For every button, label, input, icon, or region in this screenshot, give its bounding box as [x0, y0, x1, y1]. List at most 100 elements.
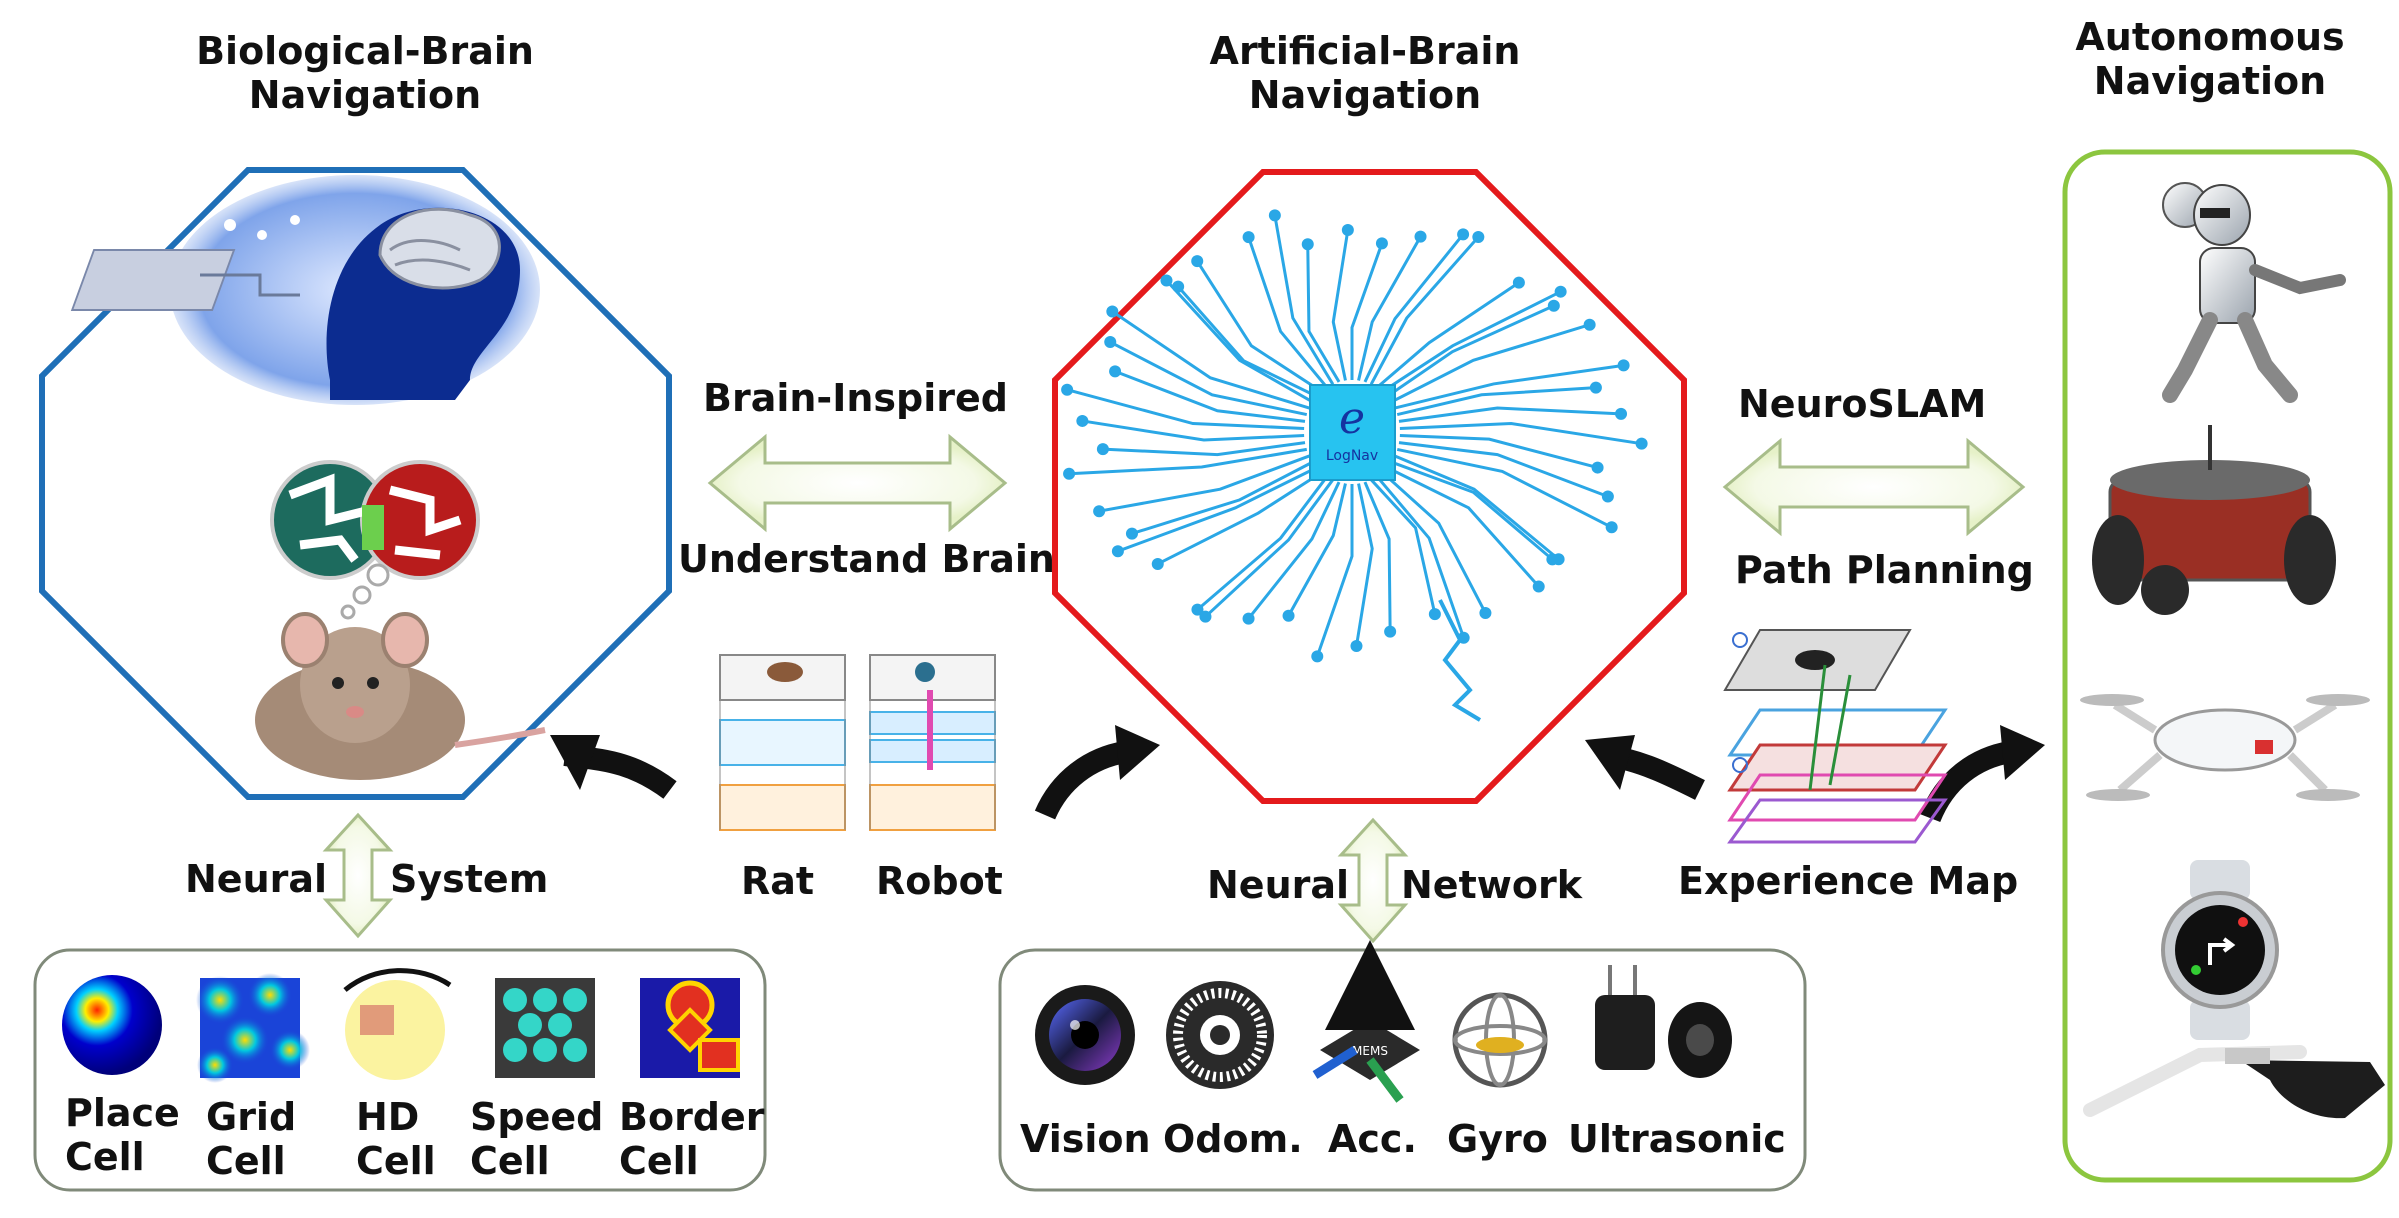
circuit-trace — [1204, 478, 1335, 618]
circuit-node — [1457, 228, 1470, 241]
circuit-trace — [1398, 406, 1622, 423]
circuit-node — [1111, 545, 1124, 558]
circuit-trace — [1247, 236, 1329, 389]
sensors-box: MEMS — [998, 940, 1807, 1192]
path-planning-label: Path Planning — [1735, 548, 2034, 592]
circuit-node — [1605, 521, 1618, 534]
neural-system-left: Neural — [185, 857, 328, 901]
acc-label: Acc. — [1328, 1117, 1417, 1161]
circuit-node — [1479, 606, 1492, 619]
robot-model-layers — [869, 654, 996, 831]
rat-illustration — [255, 612, 546, 780]
circuit-node — [1061, 383, 1074, 396]
circuit-trace — [1273, 215, 1335, 386]
artificial-brain-panel: e LogNav — [1052, 169, 1687, 804]
circuit-node — [1191, 255, 1204, 268]
circuit-node — [1512, 276, 1525, 289]
vision-label: Vision — [1020, 1117, 1151, 1161]
circuit-node — [1375, 237, 1388, 250]
circuit-node — [1282, 609, 1295, 622]
circuit-node — [1151, 557, 1164, 570]
chip-logo: e — [1339, 393, 1365, 444]
human-brain-illustration — [70, 175, 540, 405]
circuit-trace — [1386, 466, 1540, 588]
circuit-node — [1341, 224, 1354, 237]
neural-network-vertical-arrow — [1337, 817, 1409, 944]
circuit-node — [1589, 381, 1602, 394]
mobile-robot-icon — [2092, 425, 2336, 615]
curved-arrow-to-autonomous — [1919, 725, 2045, 823]
circuit-trace — [1354, 483, 1374, 647]
auto-title-line2: Navigation — [2093, 58, 2327, 103]
circuit-node — [1106, 305, 1119, 318]
circuit-node — [1547, 299, 1560, 312]
circuit-trace — [1375, 281, 1520, 389]
biological-brain-panel — [39, 167, 672, 800]
bio-title: Biological-Brain Navigation — [175, 29, 555, 117]
circuit-trace — [1131, 460, 1314, 536]
art-octagon-border — [1052, 169, 1687, 804]
humanoid-robot-icon — [2162, 182, 2346, 403]
rat-label: Rat — [741, 859, 815, 903]
circuit-trace — [1369, 235, 1480, 386]
hd-cell-image — [343, 968, 452, 1080]
curved-arrow-to-bio — [550, 735, 677, 799]
gyro-label: Gyro — [1447, 1117, 1548, 1161]
curved-arrow-from-map — [1585, 735, 1705, 800]
circuit-node — [1350, 639, 1363, 652]
circuit-node — [1199, 610, 1212, 623]
rat-model-layers — [719, 654, 846, 831]
circuit-node — [1583, 318, 1596, 331]
circuit-trace — [1399, 434, 1598, 470]
circuit-trace — [1394, 363, 1624, 410]
circuit-trace — [1114, 369, 1306, 423]
chip — [1309, 384, 1396, 481]
robot-label: Robot — [876, 859, 1003, 903]
experience-map-layers — [1723, 629, 1948, 844]
circuit-node — [1384, 625, 1397, 638]
circuit-trace — [1157, 471, 1323, 566]
circuit-trace — [1363, 481, 1392, 632]
speed-cell-image — [495, 978, 595, 1078]
circuit-trace — [1111, 310, 1310, 410]
circuit-trace — [1165, 279, 1314, 404]
circuit-node — [1591, 461, 1604, 474]
circuit-node — [1532, 580, 1545, 593]
circuit-node — [1311, 650, 1324, 663]
understand-brain-label: Understand Brain — [678, 537, 1055, 581]
circuit-node — [1635, 437, 1648, 450]
ultrasonic-label: Ultrasonic — [1568, 1117, 1786, 1161]
circuit-node — [1096, 443, 1109, 456]
circuit-node — [1601, 490, 1614, 503]
circuit-trace — [1381, 290, 1562, 393]
odometer-encoder-icon — [1166, 981, 1274, 1089]
experience-map-label: Experience Map — [1678, 859, 2019, 903]
neural-system-vertical-arrow — [322, 812, 394, 939]
circuit-node — [1125, 527, 1138, 540]
circuit-trace — [1390, 460, 1554, 561]
bio-title-line2: Navigation — [248, 72, 482, 117]
brain-inspired-double-arrow — [707, 433, 1008, 533]
circuit-node — [1160, 274, 1173, 287]
auto-title: Autonomous Navigation — [2060, 15, 2360, 103]
gyroscope-icon — [1452, 992, 1548, 1088]
circuit-trace — [1066, 388, 1305, 430]
circuit-node — [1472, 230, 1485, 243]
circuit-node — [1268, 209, 1281, 222]
circuit-trace — [1375, 475, 1466, 639]
circuit-node — [1546, 553, 1559, 566]
circuit-trace — [1102, 441, 1306, 457]
imu-chip-label: MEMS — [1352, 1044, 1388, 1058]
neural-network-left: Neural — [1207, 863, 1350, 907]
circuit-node — [1554, 285, 1567, 298]
drone-icon — [2080, 694, 2370, 801]
neuroslam-double-arrow — [1722, 437, 2026, 537]
circuit-trace — [1247, 481, 1341, 620]
smart-glasses-icon — [2083, 1045, 2385, 1119]
